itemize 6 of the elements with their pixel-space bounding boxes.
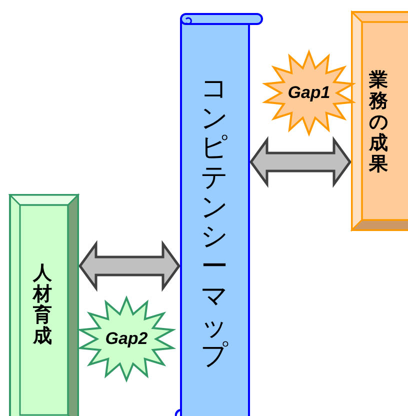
bevel-box: 業務の成果 bbox=[352, 12, 408, 230]
double-arrow bbox=[78, 240, 181, 292]
bevel-box: 人材育成 bbox=[10, 195, 78, 416]
starburst: Gap1 bbox=[264, 52, 354, 134]
starburst: Gap2 bbox=[79, 298, 174, 380]
double-arrow bbox=[249, 136, 352, 188]
